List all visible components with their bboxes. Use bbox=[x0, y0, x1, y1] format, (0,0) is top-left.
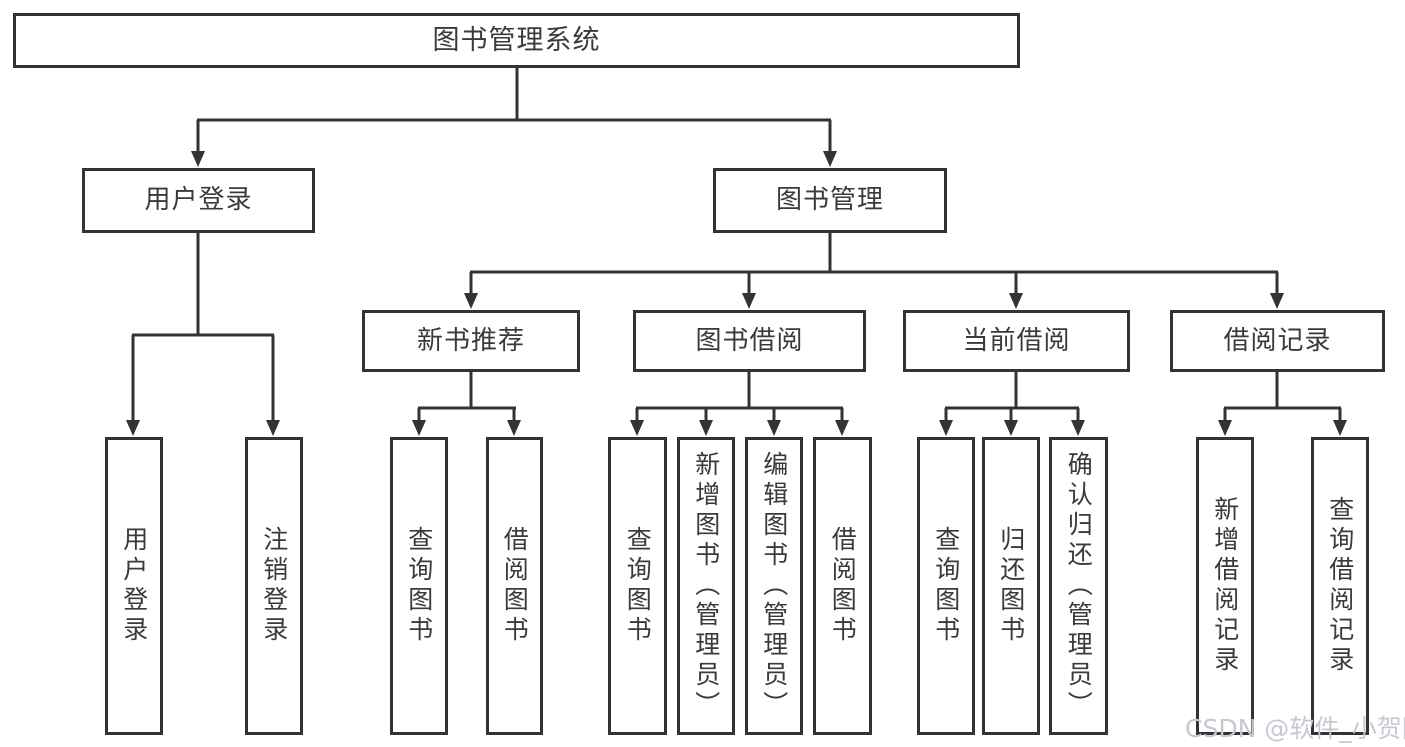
node-query-books-borrow: 查询图书 bbox=[608, 437, 667, 735]
node-library-system: 图书管理系统 bbox=[13, 13, 1020, 68]
node-new-book-recommend: 新书推荐 bbox=[362, 310, 580, 372]
node-user-login: 用户登录 bbox=[82, 168, 315, 233]
node-borrow-books-recommend: 借阅图书 bbox=[486, 437, 543, 735]
node-logout-action: 注销登录 bbox=[245, 437, 303, 735]
node-confirm-return-admin: 确认归还（管理员） bbox=[1049, 437, 1108, 735]
node-query-books-recommend: 查询图书 bbox=[390, 437, 448, 735]
node-book-management: 图书管理 bbox=[713, 168, 947, 233]
node-query-borrow-record: 查询借阅记录 bbox=[1311, 437, 1369, 735]
node-book-borrow: 图书借阅 bbox=[633, 310, 866, 372]
node-borrow-records: 借阅记录 bbox=[1170, 310, 1385, 372]
watermark: CSDN @软件_小贺同学 bbox=[1185, 714, 1405, 743]
node-edit-book-admin: 编辑图书（管理员） bbox=[745, 437, 803, 735]
node-borrow-books: 借阅图书 bbox=[813, 437, 872, 735]
node-current-borrow: 当前借阅 bbox=[903, 310, 1130, 372]
node-add-book-admin: 新增图书（管理员） bbox=[677, 437, 735, 735]
node-login-action: 用户登录 bbox=[105, 437, 163, 735]
node-add-borrow-record: 新增借阅记录 bbox=[1196, 437, 1254, 735]
node-query-books-current: 查询图书 bbox=[917, 437, 975, 735]
node-return-book: 归还图书 bbox=[982, 437, 1040, 735]
